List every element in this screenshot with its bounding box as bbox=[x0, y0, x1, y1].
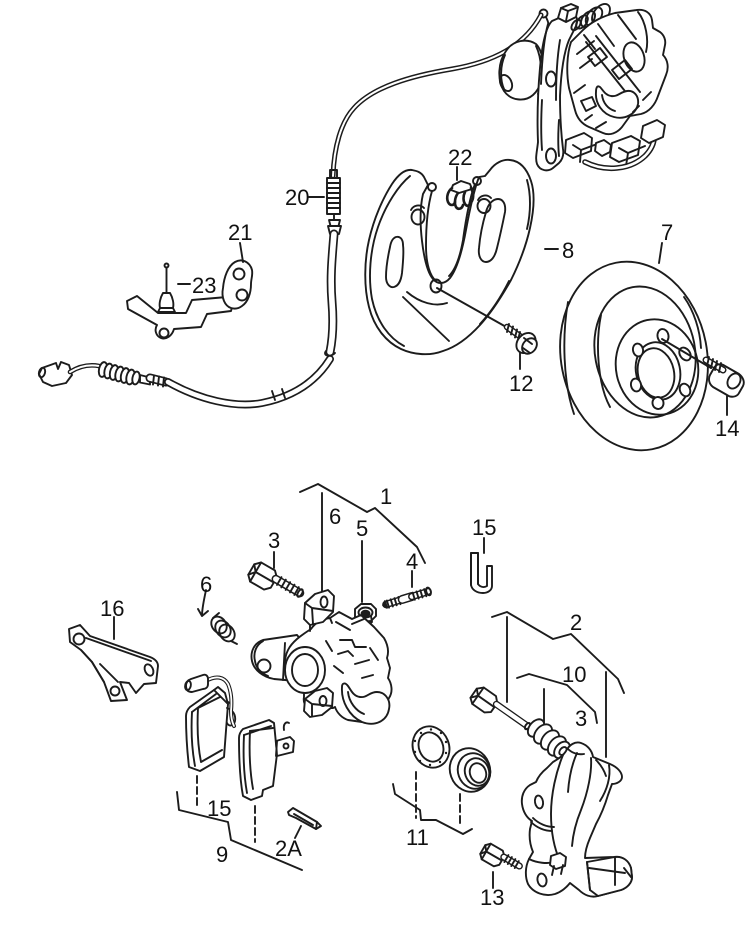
svg-text:3: 3 bbox=[575, 706, 587, 731]
svg-text:23: 23 bbox=[192, 273, 216, 298]
svg-text:9: 9 bbox=[216, 842, 228, 867]
svg-text:1: 1 bbox=[380, 484, 392, 509]
svg-text:6: 6 bbox=[200, 572, 212, 597]
svg-text:20: 20 bbox=[285, 185, 309, 210]
svg-text:21: 21 bbox=[228, 220, 252, 245]
svg-text:3: 3 bbox=[268, 528, 280, 553]
svg-text:2A: 2A bbox=[275, 836, 302, 861]
svg-text:16: 16 bbox=[100, 596, 124, 621]
svg-text:15: 15 bbox=[472, 515, 496, 540]
svg-text:12: 12 bbox=[509, 371, 533, 396]
svg-text:7: 7 bbox=[661, 220, 673, 245]
svg-text:2: 2 bbox=[570, 610, 582, 635]
svg-text:8: 8 bbox=[562, 238, 574, 263]
svg-text:11: 11 bbox=[406, 825, 429, 850]
svg-text:13: 13 bbox=[480, 885, 504, 910]
svg-text:15: 15 bbox=[207, 796, 231, 821]
svg-text:22: 22 bbox=[448, 145, 472, 170]
svg-text:4: 4 bbox=[406, 549, 418, 574]
svg-text:6: 6 bbox=[329, 504, 341, 529]
svg-text:10: 10 bbox=[562, 662, 586, 687]
svg-text:5: 5 bbox=[356, 516, 368, 541]
svg-text:14: 14 bbox=[715, 416, 739, 441]
